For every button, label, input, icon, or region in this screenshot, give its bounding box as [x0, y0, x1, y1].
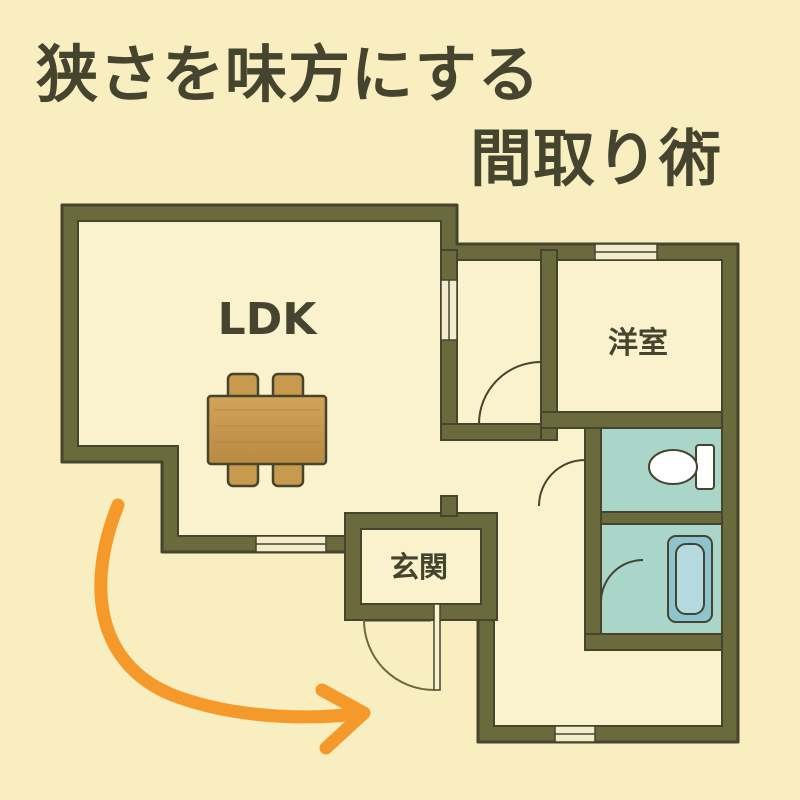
windows — [255, 243, 658, 743]
entrance-wall-stub — [440, 495, 458, 517]
bathtub-icon — [667, 535, 713, 623]
room-label-ldk: LDK — [218, 294, 319, 345]
bath-door — [600, 559, 644, 603]
ldk-right-wall — [440, 249, 458, 441]
flow-arrow — [94, 498, 371, 755]
bath-bottom-wall — [584, 633, 723, 651]
entrance-door — [363, 603, 441, 691]
bedroom-bottom-wall — [540, 411, 723, 429]
wc-bath-divider — [600, 511, 723, 525]
flow-arrow-curve — [94, 498, 362, 724]
room-label-western: 洋室 — [608, 326, 668, 361]
toilet-icon — [648, 444, 715, 490]
title-line-2: 間取り術 — [470, 122, 723, 195]
entrance-floor — [360, 528, 482, 605]
title-line-1: 狭さを味方にする — [36, 38, 541, 111]
closet-bottom-wall — [440, 423, 554, 441]
room-label-entrance: 玄関 — [390, 550, 448, 584]
closet-right-wall — [540, 249, 558, 441]
dining-table-icon — [206, 372, 328, 488]
flow-arrow-head — [315, 683, 371, 755]
doors — [363, 361, 644, 691]
corridor-wall — [584, 427, 602, 651]
closet-door — [478, 361, 542, 425]
toilet-door — [538, 459, 586, 507]
